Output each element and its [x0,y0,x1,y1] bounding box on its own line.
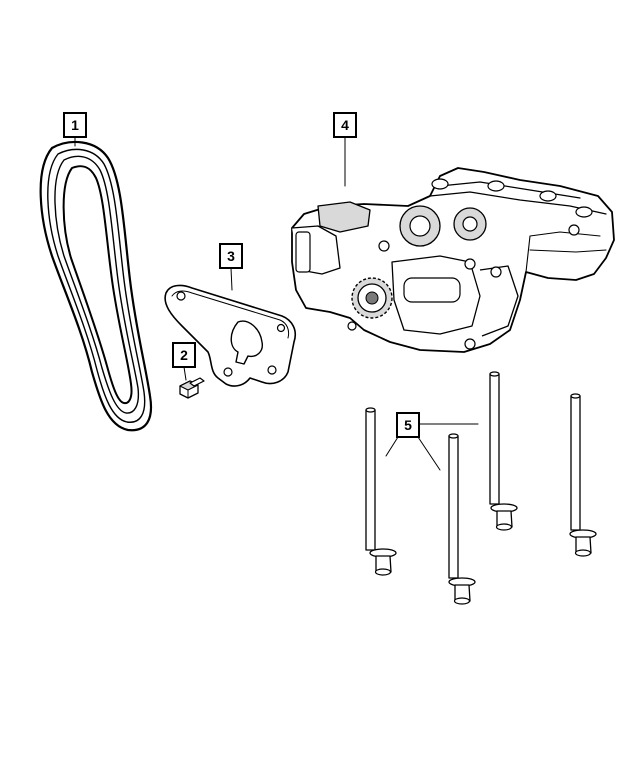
callout-2-leader [183,366,187,381]
bolt-part[interactable] [179,377,205,399]
callout-1-label: 1 [71,117,79,133]
callout-2[interactable]: 2 [172,342,196,368]
long-bolt-c [489,371,518,531]
callout-3-leader [230,267,233,291]
callout-3[interactable]: 3 [219,243,243,269]
gasket-part[interactable] [164,284,297,387]
callout-5[interactable]: 5 [396,412,420,438]
callout-1[interactable]: 1 [63,112,87,138]
belt-part[interactable] [39,141,153,432]
callout-2-label: 2 [180,347,188,363]
callout-4[interactable]: 4 [333,112,357,138]
long-bolt-d [569,393,597,557]
callout-4-label: 4 [341,117,349,133]
long-bolt-a [365,407,397,576]
long-bolt-b [448,433,476,605]
callout-5-leaders [385,423,479,471]
callout-5-label: 5 [404,417,412,433]
long-bolts-part[interactable] [365,371,597,605]
pump-module-part[interactable] [291,167,615,353]
callout-3-label: 3 [227,248,235,264]
